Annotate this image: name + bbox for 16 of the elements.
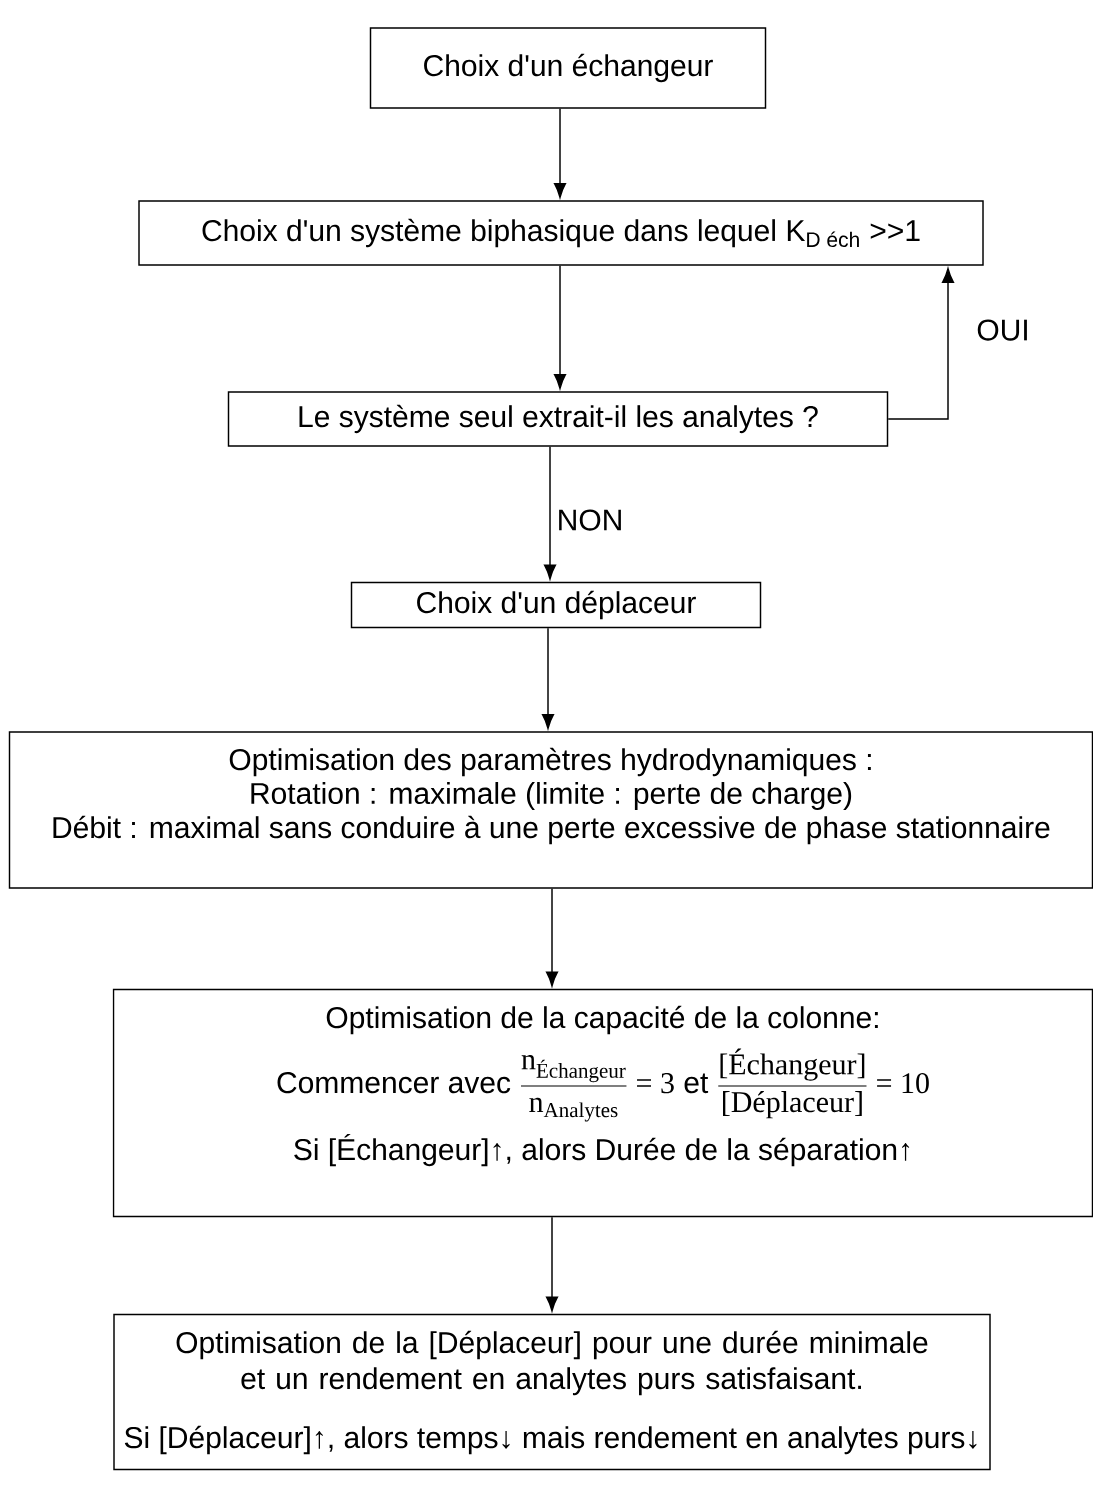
arrow: [543, 446, 557, 580]
arrow: [545, 1216, 559, 1312]
process-box: Le système seul extrait-il les analytes ?: [227, 391, 889, 447]
arrow: [553, 108, 567, 199]
process-box: Optimisation de la capacité de la colonne: Commencer avec $\frac{\text{n}_{\text{Échangeur}}}{\text{n}_{\text{Analytes}}}\text{ = 3}$ et $\frac{\text{[Échangeur]}}{\text{[Déplaceur]}}\text{ = 10}$ Si [Échangeur]↑, alors Durée de la séparation↑: [112, 988, 1093, 1218]
edge-label: OUI: [973, 316, 1033, 344]
process-box: Choix d'un échangeur: [369, 27, 767, 109]
arrow: [553, 265, 567, 390]
process-box: Optimisation de la [Déplaceur] pour une durée minimale et un rendement en analytes purs satisfaisant. Si [Déplaceur]↑, alors temps↓ mais rendement en analytes purs↓: [113, 1313, 991, 1471]
arrow: [545, 888, 559, 987]
arrow: [541, 627, 555, 730]
process-box: Choix d'un déplaceur: [350, 581, 762, 629]
edge-label: NON: [554, 506, 626, 534]
arrow: [887, 267, 955, 420]
process-box: Choix d'un système biphasique dans lequel $\text{K}_{\text{D éch}}$ >>1: [138, 200, 984, 266]
process-box: Optimisation des paramètres hydrodynamiques : Rotation : maximale (limite : perte de charge) Débit : maximal sans conduire à une perte excessive de phase stationnaire: [8, 731, 1093, 889]
